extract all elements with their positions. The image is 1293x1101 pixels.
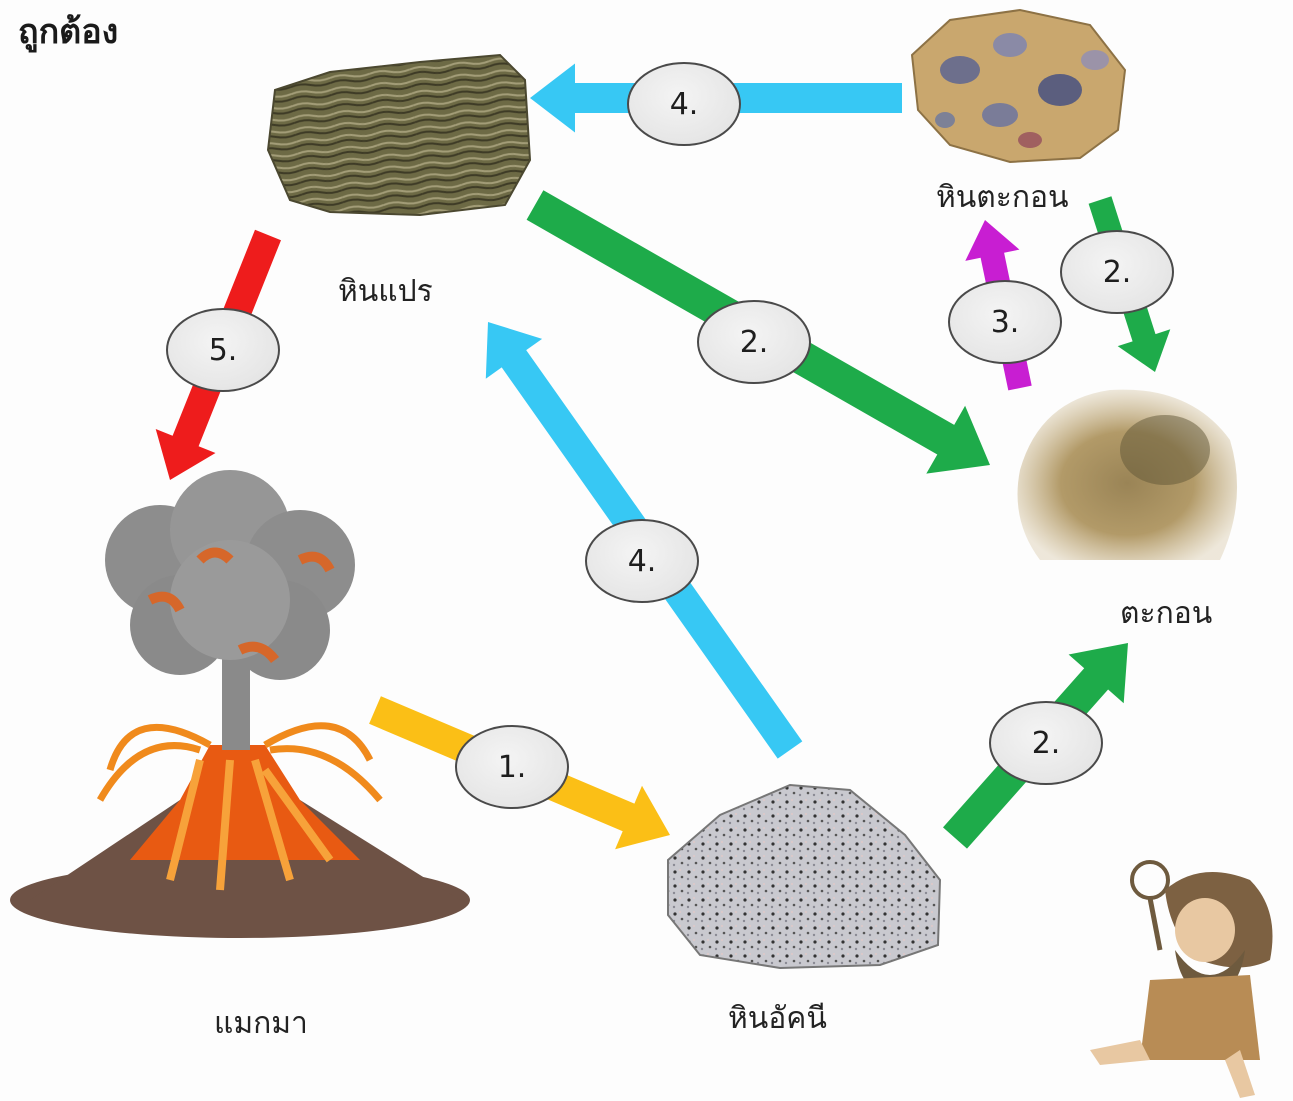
step-badge-3: 3. (948, 280, 1062, 364)
step-badge-2-sedrock-sediment: 2. (1060, 230, 1174, 314)
label-metamorphic-rock: หินแปร (338, 268, 433, 315)
step-badge-4-igneous-metamorphic: 4. (585, 519, 699, 603)
step-badge-2-metamorphic-sediment: 2. (697, 300, 811, 384)
volcano-icon (10, 470, 470, 938)
status-text: ถูกต้อง (18, 4, 118, 58)
step-badge-5: 5. (166, 308, 280, 392)
label-sedimentary-rock: หินตะกอน (936, 174, 1069, 221)
granite-rock-icon (668, 785, 940, 968)
label-magma: แมกมา (214, 1000, 308, 1047)
label-sediment: ตะกอน (1120, 590, 1212, 637)
metamorphic-rock-icon (268, 55, 530, 215)
sediment-pile-icon (1018, 390, 1238, 560)
step-badge-4-top: 4. (627, 62, 741, 146)
step-badge-2-igneous-sediment: 2. (989, 701, 1103, 785)
conglomerate-rock-icon (912, 10, 1125, 162)
label-igneous-rock: หินอัคนี (728, 995, 827, 1042)
step-badge-1: 1. (455, 725, 569, 809)
caveman-icon (1090, 862, 1273, 1098)
